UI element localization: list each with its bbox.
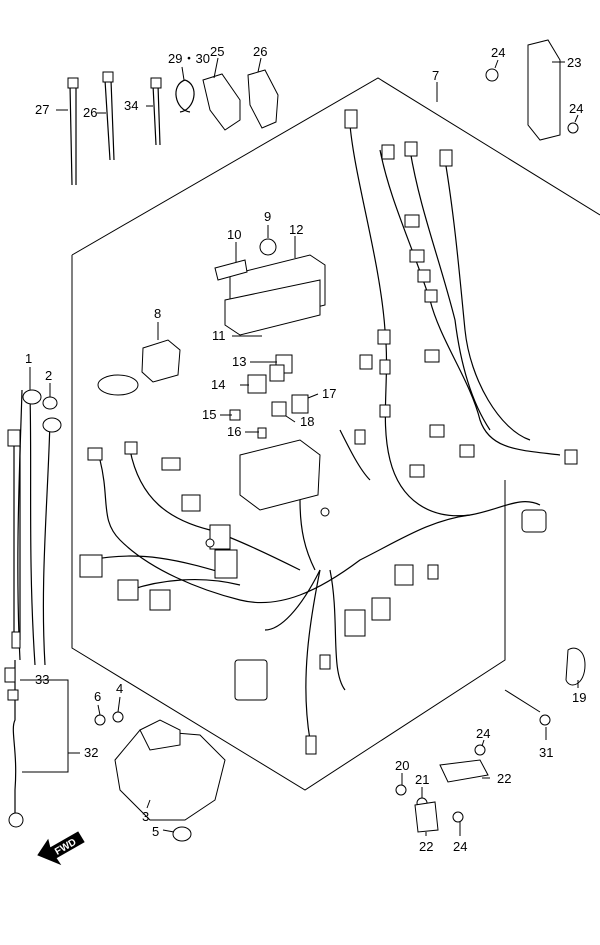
callout-12: 12: [289, 222, 303, 237]
bracket-top-right: [485, 39, 579, 141]
callout-23: 23: [567, 55, 581, 70]
leader-lines: [20, 57, 579, 836]
callout-8: 8: [154, 306, 161, 321]
junction-box-parts: [97, 238, 326, 511]
callout-11: 11: [212, 328, 226, 343]
callout-20: 20: [395, 758, 409, 773]
bottom-right-parts: [395, 647, 586, 833]
battery-cables: [4, 389, 62, 828]
callout-33: 33: [35, 672, 49, 687]
callout-16: 16: [227, 424, 241, 439]
callout-18: 18: [300, 414, 314, 429]
callout-17: 17: [322, 386, 336, 401]
callout-22: 22: [419, 839, 433, 854]
callout-32: 32: [84, 745, 98, 760]
callout-21: 21: [415, 772, 429, 787]
bracket-bottom-left: [94, 711, 226, 842]
callout-22: 22: [497, 771, 511, 786]
callout-1: 1: [25, 351, 32, 366]
callout-19: 19: [572, 690, 586, 705]
main-wiring-harness: [89, 124, 561, 741]
callout-34: 34: [124, 98, 138, 113]
callout-9: 9: [264, 209, 271, 224]
forward-direction-arrow: FWD: [37, 831, 85, 866]
callout-2: 2: [45, 368, 52, 383]
callout-29-30: 29・30: [168, 51, 210, 66]
callout-24: 24: [491, 45, 505, 60]
callout-14: 14: [211, 377, 225, 392]
callout-13: 13: [232, 354, 246, 369]
fwd-label: FWD: [53, 837, 78, 858]
callout-24: 24: [476, 726, 490, 741]
callout-7: 7: [432, 68, 439, 83]
callout-6: 6: [94, 689, 101, 704]
callout-25: 25: [210, 44, 224, 59]
callout-4: 4: [116, 681, 123, 696]
harness-connectors: [79, 109, 578, 755]
callout-24: 24: [569, 101, 583, 116]
callout-labels: 7 23 24 24 27 26 34 29・30 25 26 9 10 12 …: [25, 44, 586, 854]
callout-24: 24: [453, 839, 467, 854]
callout-3: 3: [142, 809, 149, 824]
ties-and-clamps: [67, 69, 279, 186]
callout-5: 5: [152, 824, 159, 839]
callout-31: 31: [539, 745, 553, 760]
callout-28: 27: [35, 102, 49, 117]
assembly-outline: [71, 77, 600, 791]
callout-15: 15: [202, 407, 216, 422]
callout-27: 26: [83, 105, 97, 120]
callout-26: 26: [253, 44, 267, 59]
callout-10: 10: [227, 227, 241, 242]
